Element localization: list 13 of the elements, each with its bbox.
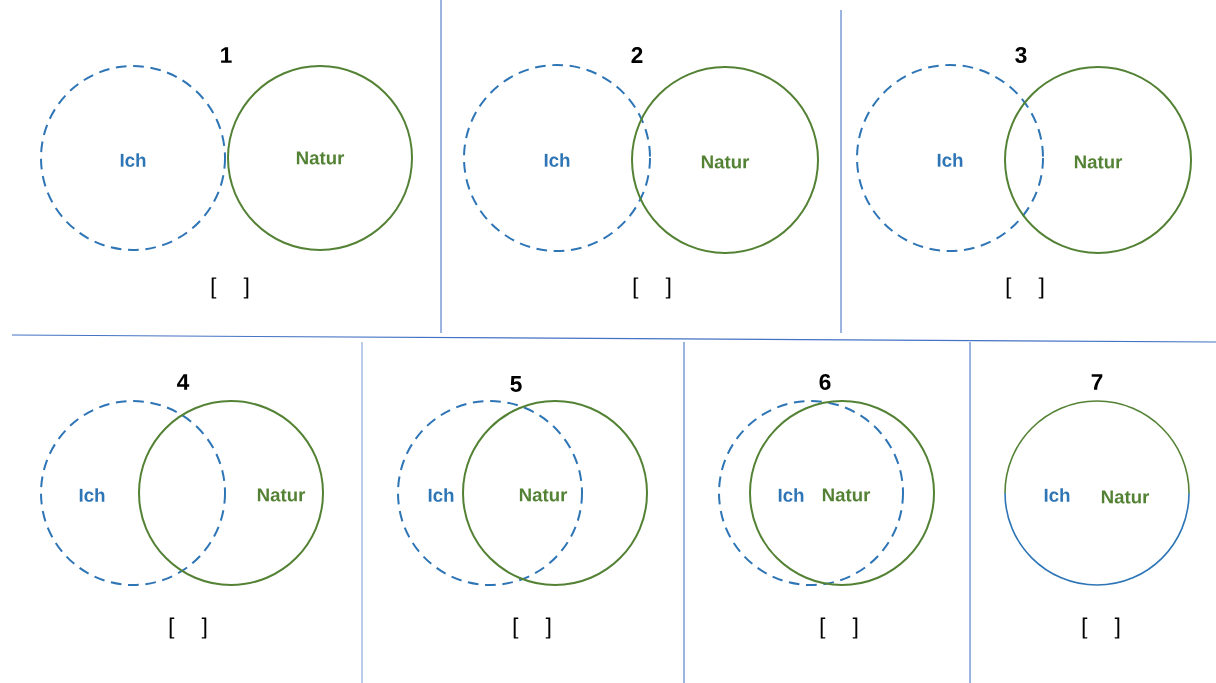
answer-bracket: [ ] bbox=[633, 277, 671, 299]
panel-number: 4 bbox=[177, 374, 190, 390]
panel-number: 5 bbox=[510, 376, 522, 392]
panel-number: 6 bbox=[819, 374, 831, 391]
answer-bracket: [ ] bbox=[1082, 617, 1120, 639]
answer-bracket: [ ] bbox=[1006, 277, 1044, 299]
answer-bracket: [ ] bbox=[211, 277, 249, 299]
panel-number: 3 bbox=[1015, 46, 1027, 64]
answer-bracket: [ ] bbox=[169, 617, 207, 639]
answer-bracket: [ ] bbox=[820, 617, 858, 639]
answer-bracket: [ ] bbox=[513, 617, 551, 639]
panel-number: 2 bbox=[631, 47, 643, 63]
panel-number: 1 bbox=[221, 47, 232, 63]
